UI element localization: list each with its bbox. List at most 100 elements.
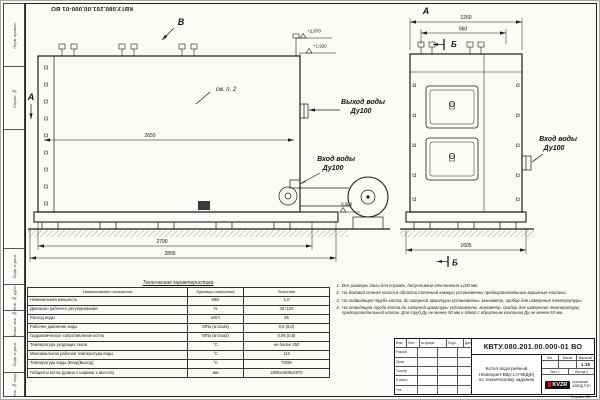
note-text: На боковой стенке котла в области топочн… bbox=[342, 290, 567, 296]
sig-header: Подп. bbox=[447, 339, 464, 348]
boiler-body-front bbox=[409, 53, 523, 213]
view-label-a-side: А bbox=[27, 92, 35, 102]
spec-cell: Диапазон рабочего регулирования bbox=[27, 304, 188, 315]
section-label-b-top: Б bbox=[451, 40, 457, 49]
water-inlet-flange-side bbox=[289, 179, 301, 189]
water-inlet-label-front: Вход воды bbox=[539, 135, 577, 143]
note-item: 3.На подводящей трубе котла, до запорной… bbox=[333, 298, 592, 303]
logo-subtitle: котельный ЗАВОД РЭП bbox=[572, 379, 590, 388]
spec-cell: не более 250 bbox=[243, 340, 330, 351]
spec-table-title: Техническая характеристика bbox=[142, 280, 214, 286]
control-box bbox=[198, 201, 210, 210]
spec-header: Значение bbox=[243, 287, 330, 297]
dimension-arrows-side bbox=[30, 138, 336, 260]
dim-2650: 2650 bbox=[144, 133, 155, 139]
scale-value: 1:15 bbox=[577, 361, 594, 369]
section-label-b-bottom: Б bbox=[452, 259, 458, 268]
company-logo-area: KVZR котельный ЗАВОД РЭП bbox=[542, 375, 594, 394]
note-item: 4.На отводящей трубе котла до запорной а… bbox=[333, 305, 592, 316]
lower-door bbox=[425, 137, 479, 181]
spec-cell: 2895х1605х2970 bbox=[243, 367, 330, 378]
water-inlet-du-front: Ду100 bbox=[543, 145, 565, 152]
spec-cell: Максимальная рабочая температура воды bbox=[27, 349, 188, 360]
sig-row: Разраб. bbox=[395, 348, 471, 358]
foundation-hatch-front bbox=[400, 229, 534, 237]
top-valve-icons bbox=[58, 33, 300, 56]
dim-1260: 1260 bbox=[460, 15, 471, 21]
front-view bbox=[400, 18, 544, 267]
spec-cell: °С bbox=[187, 340, 244, 351]
elevation-value-2: +1,920 bbox=[313, 44, 327, 49]
dimension-lines-front bbox=[405, 18, 527, 254]
title-block-right: КВТУ.080.201.00.000-01 ВО Котел водогрей… bbox=[472, 339, 594, 394]
sig-header-row: Изм. Лист № докум. Подп. Дата bbox=[395, 339, 471, 349]
sig-row: Утв. bbox=[395, 385, 471, 394]
sig-role: Разраб. bbox=[395, 348, 418, 357]
frame-left-strip: Перв. примен. Справ. № Подп. и дата Инв.… bbox=[3, 3, 25, 397]
base-skid-front bbox=[405, 211, 527, 230]
sig-header: № докум. bbox=[420, 339, 447, 348]
elevation-value-1: +2,870 bbox=[307, 29, 321, 34]
note-number: 4. bbox=[336, 305, 340, 311]
water-outlet-label: Выход воды bbox=[341, 98, 385, 106]
sig-row: Т.контр. bbox=[395, 366, 471, 377]
elevation-marks bbox=[296, 32, 360, 213]
dim-1605: 1605 bbox=[460, 243, 471, 249]
frame-cell: Справ. № bbox=[4, 67, 24, 130]
exhaust-fan bbox=[347, 176, 389, 230]
sig-header: Дата bbox=[465, 341, 471, 346]
spec-cell: Гидравлическое сопротивление котла bbox=[27, 331, 188, 342]
title-block: Изм. Лист № докум. Подп. Дата Разраб. Пр… bbox=[394, 338, 595, 395]
spec-cell: 0,6 (6,0) bbox=[243, 322, 330, 333]
spec-cell: 70/95 bbox=[243, 358, 330, 369]
title-block-meta: Лит. Масса Масштаб 1:15 Лист 1 Листов 2 bbox=[542, 355, 594, 394]
logo-red-accent bbox=[548, 382, 552, 387]
dim-2895: 2895 bbox=[164, 251, 175, 257]
sig-role: Н.контр. bbox=[395, 376, 418, 385]
logo-sub-line1: котельный bbox=[572, 379, 588, 384]
note-item: 2.На боковой стенке котла в области топо… bbox=[333, 290, 592, 295]
elevation-value-zero: 0.000 bbox=[341, 202, 353, 207]
spec-cell: °С bbox=[187, 358, 244, 369]
mass-label: Масса bbox=[559, 355, 577, 361]
water-inlet-label-side: Вход воды bbox=[317, 155, 355, 163]
side-port-circle bbox=[278, 186, 298, 206]
note-text: На отводящей трубе котла до запорной арм… bbox=[342, 305, 581, 316]
spec-cell: % bbox=[187, 304, 244, 315]
sig-row: Пров. bbox=[395, 357, 471, 367]
view-label-v: В bbox=[178, 17, 185, 27]
spec-table: Наименование показателя Единицы измерени… bbox=[27, 287, 330, 378]
spec-cell: МВт bbox=[187, 295, 244, 306]
sig-role: Т.контр. bbox=[395, 366, 418, 376]
spec-cell: Номинальная мощность bbox=[27, 295, 188, 306]
side-view bbox=[28, 27, 390, 262]
water-inlet-du-side: Ду100 bbox=[322, 165, 344, 172]
spec-cell: 35 bbox=[243, 313, 330, 324]
doc-title: Котел водогрейный Heatexpert-КВр-1,0-95Д… bbox=[472, 355, 542, 394]
note-number: 3. bbox=[336, 297, 340, 303]
doc-number: КВТУ.080.201.00.000-01 ВО bbox=[472, 339, 594, 355]
sig-header: Лист bbox=[407, 339, 420, 348]
note-number: 2. bbox=[336, 290, 340, 296]
doc-title-line2: Heatexpert-КВр-1,0-95Д(К) bbox=[478, 371, 535, 377]
edge-bolts-front bbox=[412, 83, 520, 201]
sig-header: Изм. bbox=[395, 339, 407, 348]
format-label: Формат А3 bbox=[570, 394, 590, 399]
frame-cell: Подп. и дата bbox=[4, 249, 24, 285]
water-inlet-flange-front bbox=[521, 155, 532, 171]
frame-cell: Перв. примен. bbox=[4, 4, 24, 67]
sig-role: Пров. bbox=[395, 357, 418, 366]
view-label-a-front: А bbox=[422, 6, 430, 16]
kvzr-logo: KVZR bbox=[545, 380, 571, 389]
spec-cell: мм bbox=[187, 367, 244, 378]
note-item: 1.Все размеры даны для справок, допустим… bbox=[333, 283, 592, 288]
spec-header: Единицы измерения bbox=[187, 287, 244, 297]
bolt-marks bbox=[44, 65, 48, 206]
note-text: На подводящей трубе котла, до запорной а… bbox=[342, 297, 583, 303]
